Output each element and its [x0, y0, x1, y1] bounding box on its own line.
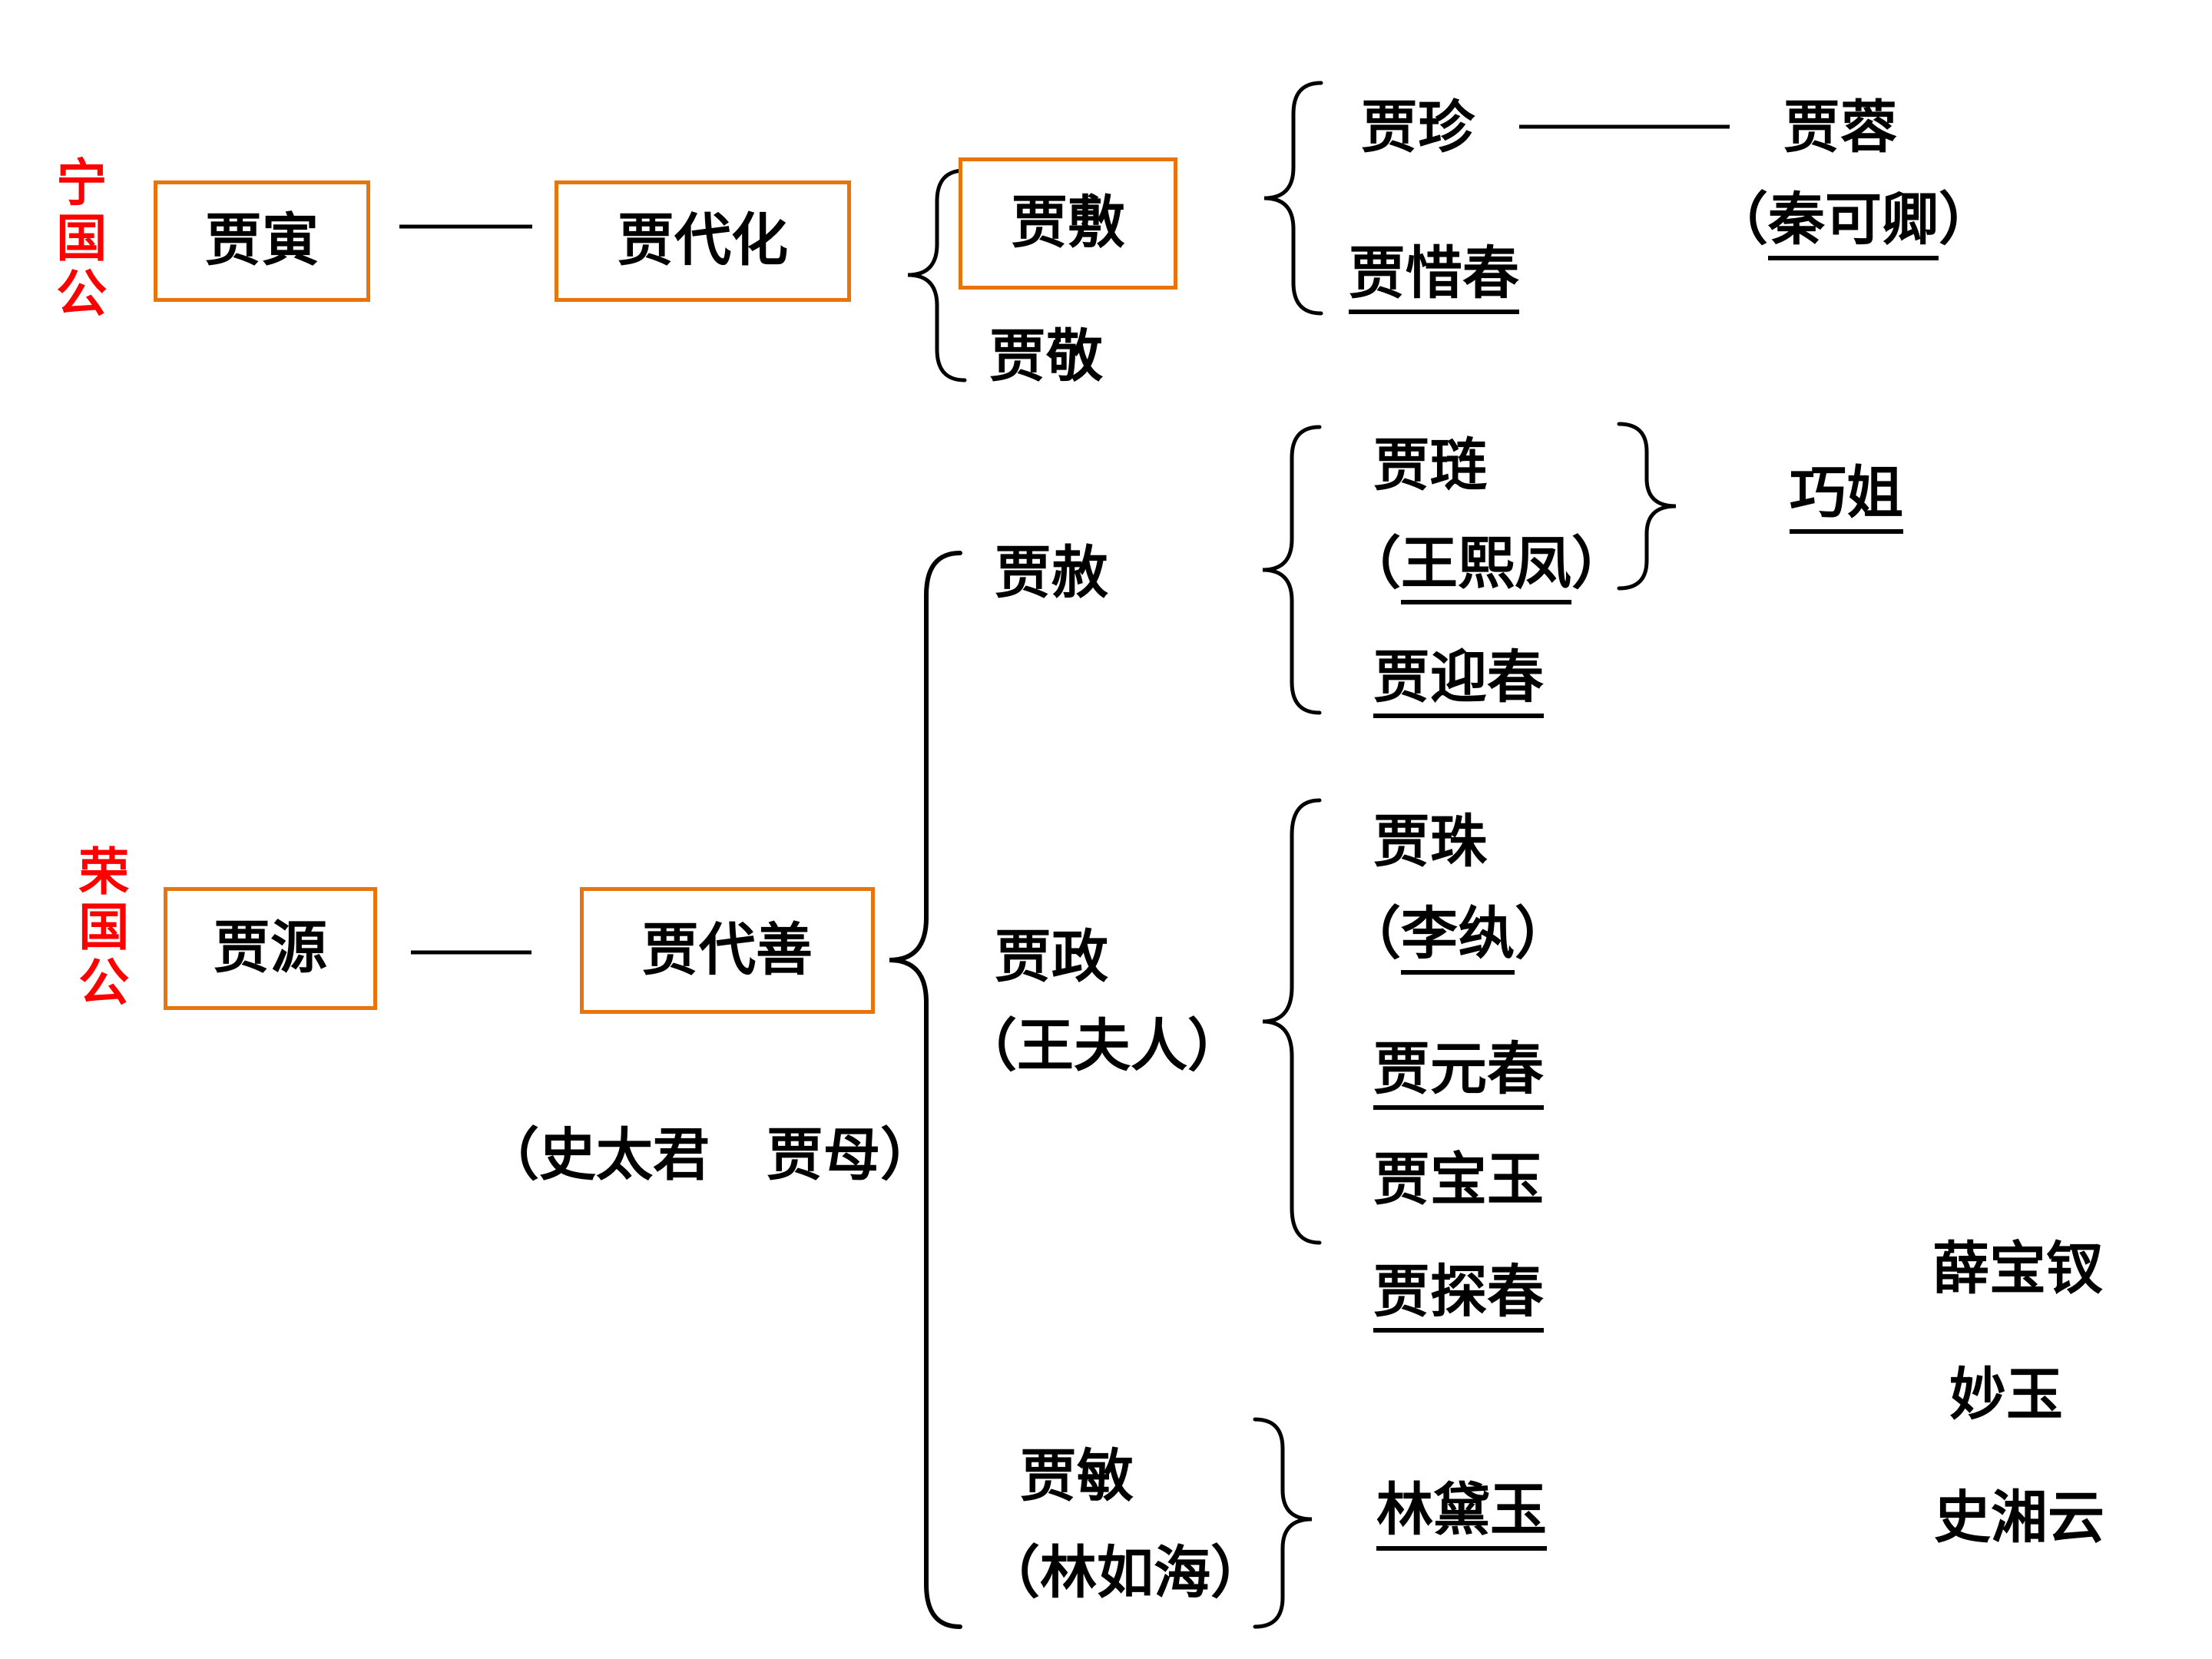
jiatanchun-text: 贾探春 — [1373, 1261, 1544, 1333]
qiaojie-text: 巧姐 — [1790, 462, 1903, 534]
jialian-name: 贾琏 — [1373, 435, 1487, 498]
liwan-name: （李纨） — [1344, 903, 1571, 975]
shitaijun-jiamu-text: 史太君 贾母 — [539, 1124, 880, 1187]
open-paren: （ — [1344, 533, 1401, 596]
wangxifeng-name: （王熙凤） — [1344, 533, 1628, 604]
xuebaochai-name: 薛宝钗 — [1932, 1238, 2103, 1301]
jiadaihua-box: 贾代化 — [555, 180, 851, 302]
rongguogong-label: 荣国公 — [71, 845, 127, 1011]
liwan-text: 李纨 — [1401, 903, 1515, 975]
jiaxichun-name: 贾惜春 — [1349, 243, 1519, 314]
jiayingchun-text: 贾迎春 — [1373, 647, 1544, 718]
jiazheng-name: 贾政 — [995, 926, 1108, 989]
open-paren: （ — [983, 1542, 1040, 1605]
jiafu-name: 贾敷 — [1011, 192, 1125, 255]
jiazhu-name: 贾珠 — [1373, 811, 1487, 874]
close-paren: ） — [1210, 1542, 1267, 1605]
open-paren: （ — [482, 1124, 539, 1187]
jiarong-name: 贾蓉 — [1783, 97, 1897, 160]
miaoyu-name: 妙玉 — [1949, 1364, 2063, 1427]
brace-jiadaishan-children — [889, 551, 962, 1629]
jiayuan-name: 贾源 — [214, 917, 327, 980]
brace-jiadaihua-children — [907, 168, 967, 382]
jiadaishan-name: 贾代善 — [642, 919, 813, 982]
jiazhen-name: 贾珍 — [1361, 97, 1475, 160]
open-paren: （ — [1711, 189, 1768, 252]
jiafu-box: 贾敷 — [959, 157, 1177, 290]
jiashe-name: 贾赦 — [995, 542, 1108, 605]
close-paren: ） — [1187, 1015, 1244, 1078]
close-paren: ） — [1515, 903, 1571, 966]
close-paren: ） — [880, 1124, 937, 1187]
jiayin-box: 贾寅 — [154, 180, 370, 302]
wangfuren-text: 王夫人 — [1017, 1015, 1187, 1078]
ninguogong-label: 宁国公 — [48, 156, 105, 322]
wangxifeng-text: 王熙凤 — [1401, 533, 1571, 604]
close-paren: ） — [1571, 533, 1628, 596]
linruhai-name: （林如海） — [983, 1545, 1267, 1602]
qinkeqing-name: （秦可卿） — [1711, 189, 1995, 260]
linruhai-text: 林如海 — [1040, 1542, 1210, 1605]
brace-jiafu-children — [1263, 81, 1323, 316]
jiatanchun-name: 贾探春 — [1373, 1261, 1544, 1333]
lindaiyu-text: 林黛玉 — [1376, 1479, 1547, 1551]
lindaiyu-name: 林黛玉 — [1376, 1479, 1547, 1551]
jiamin-name: 贾敏 — [1020, 1445, 1134, 1508]
qinkeqing-text: 秦可卿 — [1768, 189, 1939, 260]
jiabaoyu-name: 贾宝玉 — [1373, 1149, 1544, 1212]
jiajing-name: 贾敬 — [989, 326, 1103, 389]
brace-jiashe-children — [1262, 425, 1322, 715]
jiayuan-box: 贾源 — [164, 887, 377, 1010]
jiadaishan-box: 贾代善 — [580, 887, 875, 1014]
open-paren: （ — [1344, 903, 1401, 966]
brace-jiamin-to-lindaiyu — [1253, 1417, 1313, 1629]
jiayuanchun-name: 贾元春 — [1373, 1038, 1544, 1110]
jiayuanchun-text: 贾元春 — [1373, 1038, 1544, 1110]
jiadaihua-name: 贾代化 — [618, 210, 788, 273]
qiaojie-name: 巧姐 — [1790, 462, 1903, 534]
jiayin-name: 贾寅 — [205, 210, 319, 273]
close-paren: ） — [1939, 189, 1995, 252]
brace-jiazheng-children — [1262, 798, 1322, 1245]
jiaxichun-text: 贾惜春 — [1349, 243, 1519, 314]
jiayingchun-name: 贾迎春 — [1373, 647, 1544, 718]
open-paren: （ — [960, 1015, 1017, 1078]
wangfuren-name: （王夫人） — [960, 1018, 1244, 1075]
brace-jialian-to-qiaojie — [1617, 422, 1677, 591]
shitaijun-jiamu-note: （史太君 贾母） — [482, 1128, 937, 1184]
shixiangyun-name: 史湘云 — [1934, 1487, 2104, 1550]
